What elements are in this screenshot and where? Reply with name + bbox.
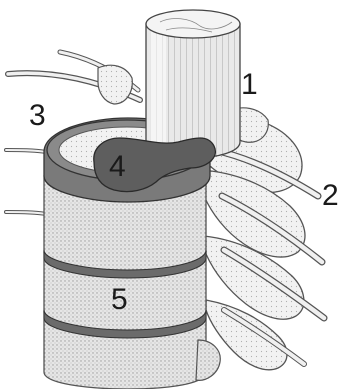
label-vertebral-body: 5: [111, 285, 128, 315]
label-spinal-nerve: 2: [322, 181, 339, 211]
label-spinal-cord: 1: [241, 70, 258, 100]
spinal-cord: [146, 10, 240, 158]
label-disc-annulus: 3: [29, 101, 46, 131]
label-herniated-nucleus: 4: [109, 152, 126, 182]
